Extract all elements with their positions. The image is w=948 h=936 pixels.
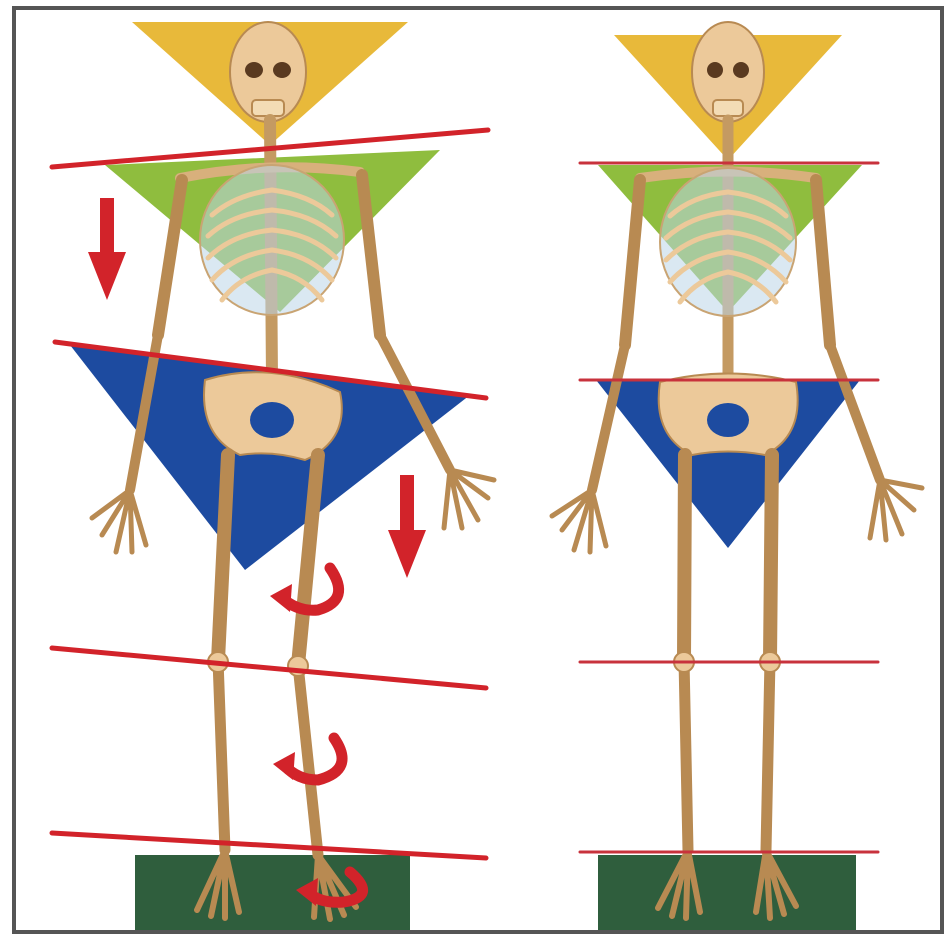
image-frame bbox=[14, 8, 942, 932]
left-floor-block bbox=[135, 855, 410, 930]
right-floor-block bbox=[598, 855, 856, 930]
